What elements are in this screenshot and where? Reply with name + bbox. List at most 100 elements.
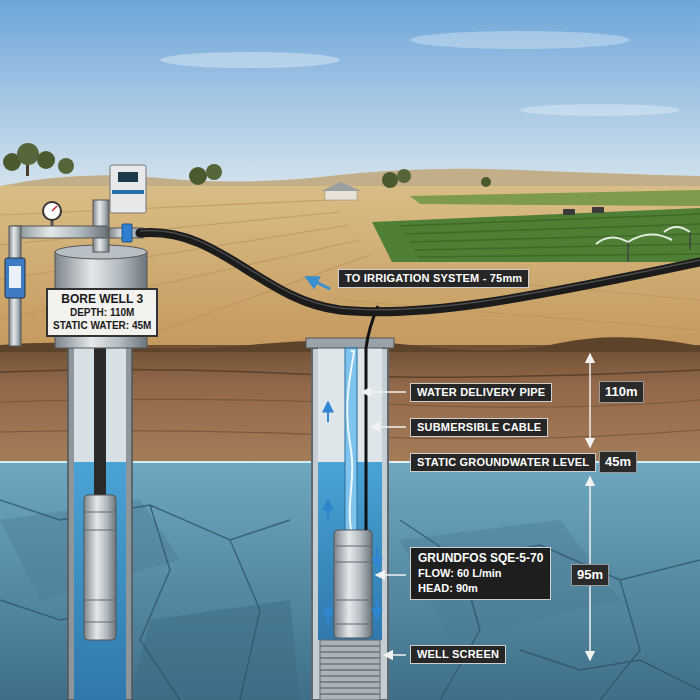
right-well-casing bbox=[320, 640, 380, 700]
label-text: WATER DELIVERY PIPE bbox=[417, 386, 545, 399]
vehicles bbox=[592, 207, 604, 213]
callout-label: WELL SCREEN bbox=[410, 645, 506, 664]
label-text: WELL SCREEN bbox=[417, 648, 499, 661]
sprinklers bbox=[689, 232, 691, 250]
crop-field bbox=[372, 190, 700, 262]
heading-text: BORE WELL 3 bbox=[53, 293, 151, 306]
delivery-pipe bbox=[347, 350, 354, 530]
sky bbox=[160, 52, 340, 68]
left-wellhead bbox=[110, 165, 146, 213]
trees bbox=[189, 167, 207, 185]
left-wellhead bbox=[5, 258, 25, 298]
direction-arrow bbox=[306, 277, 330, 289]
dimension-label: 110m bbox=[599, 381, 644, 403]
callout-label: STATIC GROUNDWATER LEVEL bbox=[410, 453, 596, 472]
flow-arrows bbox=[376, 548, 378, 568]
flow-arrows bbox=[328, 402, 377, 625]
left-well-casing bbox=[68, 345, 132, 700]
sprinklers bbox=[596, 234, 672, 244]
sky bbox=[0, 0, 700, 200]
body-text: DEPTH: 110M bbox=[53, 306, 151, 319]
callout-label: SUBMERSIBLE CABLE bbox=[410, 418, 548, 437]
trees bbox=[481, 177, 491, 187]
left-wellhead bbox=[118, 172, 138, 182]
trees bbox=[397, 169, 411, 183]
destination-label: TO IRRIGATION SYSTEM - 75mm bbox=[338, 269, 529, 288]
body-text: FLOW: 60 L/min bbox=[418, 566, 543, 581]
flow-arrows bbox=[327, 500, 329, 520]
sky bbox=[410, 31, 630, 49]
left-wellhead bbox=[9, 266, 21, 288]
well-sign: BORE WELL 3DEPTH: 110MSTATIC WATER: 45M bbox=[46, 288, 158, 337]
delivery-pipe bbox=[345, 348, 357, 532]
label-text: 110m bbox=[605, 384, 638, 400]
flow-arrows bbox=[327, 605, 329, 625]
dimension-label: 95m bbox=[571, 564, 609, 586]
left-well-casing bbox=[84, 512, 116, 622]
submersible-pump bbox=[334, 530, 372, 638]
left-wellhead bbox=[12, 226, 107, 238]
sprinklers bbox=[627, 242, 629, 262]
right-well-casing bbox=[312, 348, 388, 700]
leader-lines bbox=[392, 461, 406, 463]
leader-lines bbox=[362, 391, 406, 393]
right-well-casing bbox=[306, 338, 394, 348]
heading-text: GRUNDFOS SQE-5-70 bbox=[418, 551, 543, 566]
left-well-casing bbox=[84, 495, 116, 640]
submersible-cable bbox=[366, 306, 378, 530]
trees bbox=[37, 151, 55, 169]
vehicles bbox=[563, 209, 575, 215]
farmhouse bbox=[321, 182, 361, 191]
label-text: TO IRRIGATION SYSTEM - 75mm bbox=[345, 272, 522, 285]
aquifer-rock bbox=[130, 600, 300, 700]
dimension-lines bbox=[590, 354, 591, 660]
farmhouse bbox=[325, 190, 357, 200]
aquifer-rock bbox=[400, 520, 620, 640]
callout-label: WATER DELIVERY PIPE bbox=[410, 383, 552, 402]
crop-field bbox=[372, 208, 700, 262]
delivery-pipe bbox=[345, 348, 357, 532]
flow-arrows bbox=[376, 598, 378, 618]
farmhouse bbox=[321, 182, 361, 200]
leader-lines bbox=[376, 574, 406, 576]
sprinklers bbox=[664, 227, 690, 232]
label-text: 45m bbox=[605, 454, 631, 470]
label-text: SUBMERSIBLE CABLE bbox=[417, 421, 541, 434]
left-wellhead bbox=[52, 206, 57, 211]
crop-field bbox=[400, 214, 700, 257]
sprinklers bbox=[596, 227, 690, 262]
dimension-label: 45m bbox=[599, 451, 637, 473]
body-text: HEAD: 90m bbox=[418, 581, 543, 596]
trees bbox=[17, 143, 39, 165]
flow-arrows bbox=[327, 402, 329, 422]
left-wellhead bbox=[9, 226, 21, 346]
sky bbox=[520, 104, 680, 116]
left-wellhead bbox=[43, 202, 61, 220]
trees bbox=[206, 164, 222, 180]
left-wellhead bbox=[122, 224, 132, 242]
left-well-casing bbox=[94, 345, 106, 497]
leader-lines bbox=[371, 426, 406, 428]
crop-field bbox=[410, 190, 700, 206]
right-well-casing bbox=[320, 646, 380, 694]
irrigation-hose bbox=[140, 231, 700, 312]
trees bbox=[3, 143, 491, 188]
pump-spec-box: GRUNDFOS SQE-5-70FLOW: 60 L/minHEAD: 90m bbox=[410, 547, 551, 600]
left-well-casing bbox=[74, 462, 126, 700]
label-text: STATIC GROUNDWATER LEVEL bbox=[417, 456, 589, 469]
submersible-pump bbox=[334, 530, 372, 638]
vehicles bbox=[563, 207, 604, 215]
trees bbox=[58, 158, 74, 174]
leader-lines bbox=[362, 392, 406, 655]
dimension-lines bbox=[589, 354, 591, 447]
label-text: 95m bbox=[577, 567, 603, 583]
body-text: STATIC WATER: 45M bbox=[53, 319, 151, 332]
sky bbox=[0, 0, 700, 200]
leader-lines bbox=[384, 654, 406, 656]
submersible-pump bbox=[334, 546, 372, 624]
direction-arrow bbox=[306, 277, 330, 289]
left-wellhead bbox=[112, 190, 144, 194]
irrigation-hose bbox=[140, 231, 700, 310]
